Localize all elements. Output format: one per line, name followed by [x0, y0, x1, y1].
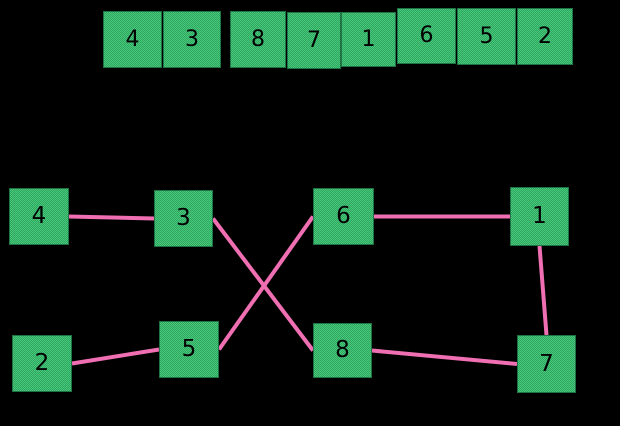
graph-edge [217, 215, 315, 351]
graph-node: 4 [9, 188, 69, 245]
array-cell: 3 [163, 11, 221, 68]
array-cell: 7 [287, 12, 341, 69]
graph-edge [371, 348, 518, 366]
graph-node: 7 [517, 335, 576, 393]
graph-node: 1 [510, 187, 569, 246]
graph-node: 8 [313, 323, 372, 378]
graph-edge [71, 347, 160, 366]
array-cell: 4 [103, 11, 162, 68]
array-cell: 5 [457, 8, 516, 65]
array-cell: 8 [230, 11, 286, 68]
graph-edge [537, 245, 549, 336]
graph-node: 3 [154, 190, 213, 247]
graph-edge [68, 214, 155, 221]
array-cell: 2 [517, 8, 573, 65]
graph-node: 6 [313, 188, 374, 245]
graph-node: 2 [12, 335, 72, 392]
graph-node: 5 [159, 321, 219, 378]
array-cell: 1 [341, 12, 396, 67]
array-cell: 6 [397, 8, 456, 64]
